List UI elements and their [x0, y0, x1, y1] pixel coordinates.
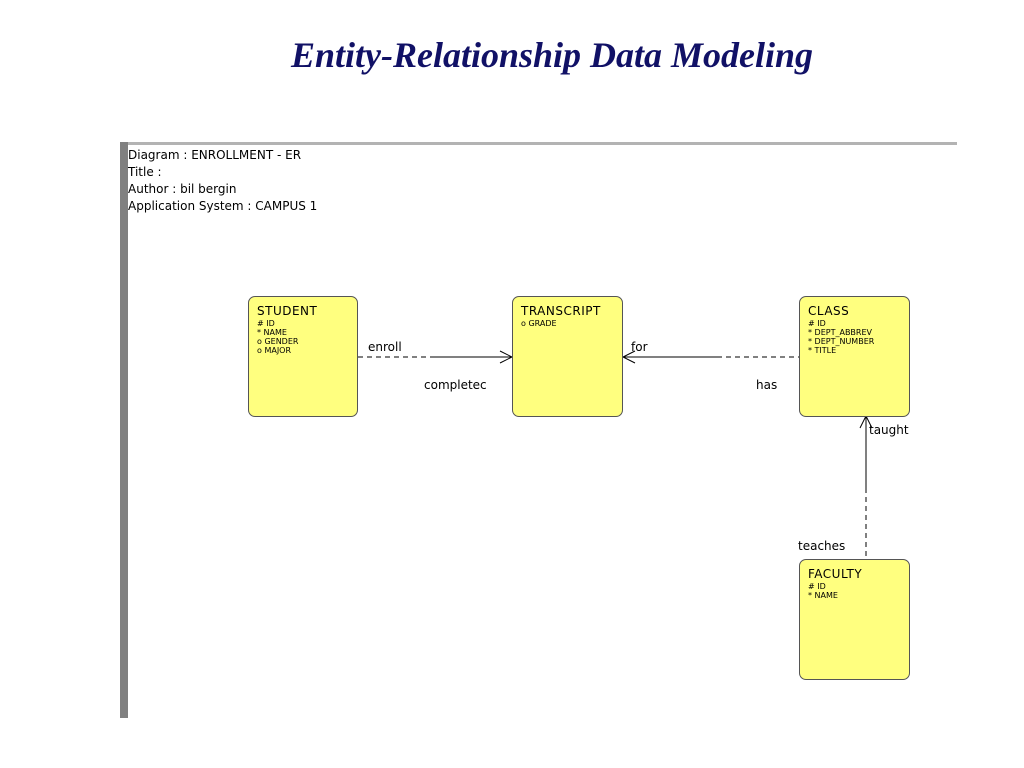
diagram-info: Diagram : ENROLLMENT - ER Title : Author… [128, 147, 317, 215]
diagram-title: Title : [128, 165, 162, 179]
class-attr-dept-abbrev: * DEPT_ABBREV [808, 328, 873, 337]
entity-student[interactable]: STUDENT # ID * NAME o GENDER o MAJOR [248, 296, 358, 417]
diagram-application: Application System : CAMPUS 1 [128, 199, 318, 213]
entity-class[interactable]: CLASS # ID * DEPT_ABBREV * DEPT_NUMBER *… [799, 296, 910, 417]
relationship-label-completed: completec [424, 378, 487, 392]
faculty-attr-id: # ID [808, 582, 826, 591]
class-attr-id: # ID [808, 319, 826, 328]
relationship-label-taught: taught [869, 423, 909, 437]
entity-transcript-name: TRANSCRIPT [521, 304, 601, 318]
relationship-label-for: for [631, 340, 648, 354]
entity-faculty-name: FACULTY [808, 567, 863, 581]
entity-faculty[interactable]: FACULTY # ID * NAME [799, 559, 910, 680]
entity-student-name: STUDENT [257, 304, 318, 318]
relationship-label-has: has [756, 378, 778, 392]
student-attr-major: o MAJOR [257, 346, 292, 355]
relationship-label-teaches: teaches [798, 539, 846, 553]
student-attr-name: * NAME [257, 328, 287, 337]
diagram-name: Diagram : ENROLLMENT - ER [128, 148, 302, 162]
slide-title: Entity-Relationship Data Modeling [290, 35, 814, 75]
relationship-label-enroll: enroll [368, 340, 402, 354]
entity-class-name: CLASS [808, 304, 850, 318]
student-attr-id: # ID [257, 319, 275, 328]
canvas-top-border [128, 142, 957, 145]
entity-transcript[interactable]: TRANSCRIPT o GRADE [512, 296, 623, 417]
class-attr-title: * TITLE [808, 346, 837, 355]
faculty-attr-name: * NAME [808, 591, 838, 600]
class-attr-dept-number: * DEPT_NUMBER [808, 337, 875, 346]
transcript-crowfoot-right [621, 350, 636, 364]
student-attr-gender: o GENDER [257, 337, 299, 346]
diagram-author: Author : bil bergin [128, 182, 237, 196]
transcript-attr-grade: o GRADE [521, 319, 557, 328]
canvas-left-border [120, 142, 128, 718]
